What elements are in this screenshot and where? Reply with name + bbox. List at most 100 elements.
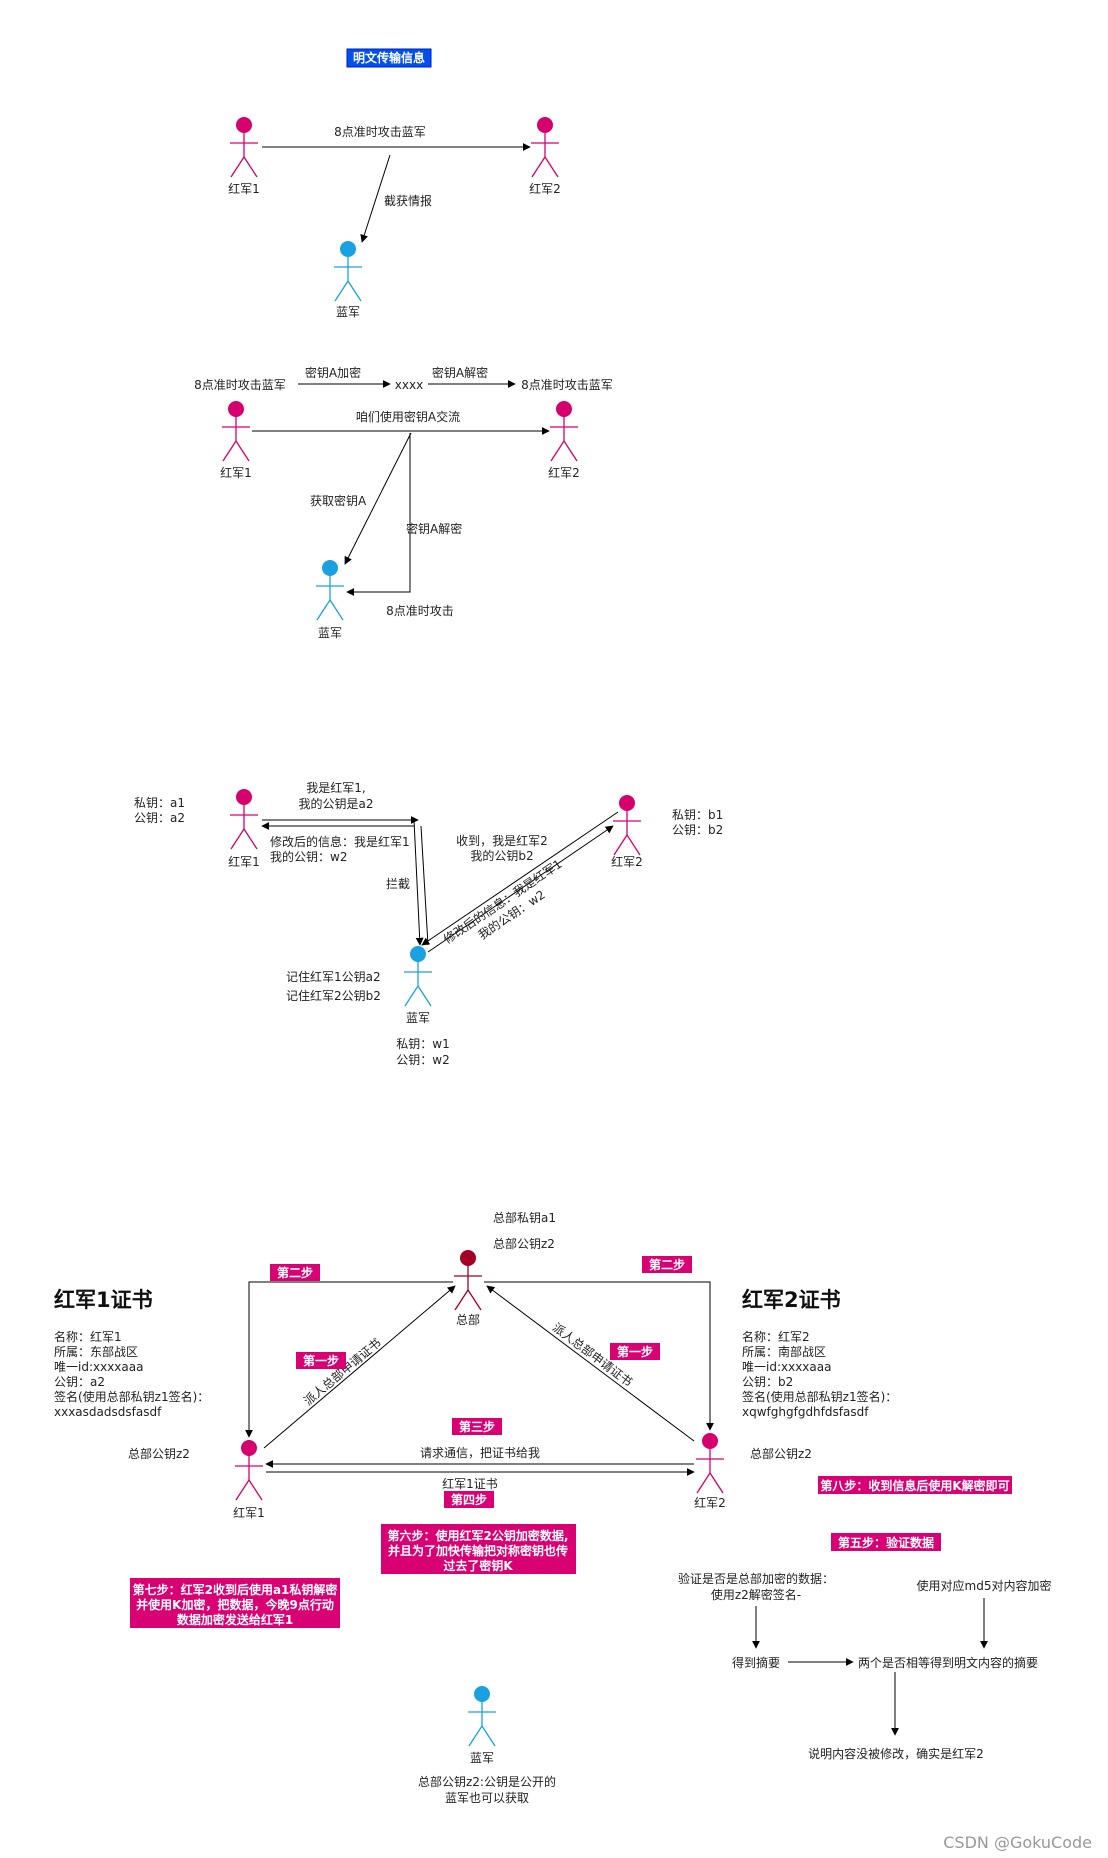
- actor-head-icon: [236, 789, 252, 805]
- edge-blue-to-red2: [427, 825, 614, 953]
- actor-leg-right: [417, 985, 432, 1007]
- hq-private: 总部私钥a1: [493, 1210, 556, 1225]
- actor-leg-left: [230, 828, 245, 850]
- blue-note2: 蓝军也可以获取: [445, 1791, 529, 1805]
- blue-public: 公钥：w2: [396, 1053, 449, 1067]
- cert2-line: 公钥：b2: [742, 1375, 793, 1389]
- cert1-line: 名称：红军1: [54, 1329, 122, 1344]
- actor-leg-left: [404, 985, 419, 1007]
- step7-line: 第七步：红军2收到后使用a1私钥解密: [133, 1582, 338, 1597]
- actor-leg-right: [243, 156, 258, 178]
- cert1-line: xxxasdadsdsfasdf: [54, 1405, 162, 1419]
- actor-head-icon: [236, 117, 252, 133]
- cert1-line: 唯一id:xxxxaaa: [54, 1360, 143, 1374]
- title-badge: [346, 48, 432, 68]
- step4-text: 第四步: [451, 1492, 487, 1507]
- edge-msg-label: 8点准时攻击蓝军: [334, 125, 426, 139]
- hq-public: 总部公钥z2: [493, 1236, 555, 1251]
- actor-leg-right: [467, 1289, 482, 1311]
- cert2-line: xqwfghgfgdhfdsfasdf: [742, 1405, 869, 1419]
- actor-red1: [230, 117, 258, 178]
- actor-blue-label: 蓝军: [406, 1011, 430, 1025]
- edge-apply-right: [486, 1285, 695, 1442]
- edge-intercept-down: [413, 819, 424, 946]
- digest-label: 得到摘要: [732, 1655, 780, 1670]
- actor-leg-left: [613, 834, 628, 856]
- edge-get-key: [344, 432, 412, 565]
- plain-right: 8点准时攻击蓝军: [521, 378, 613, 392]
- mod2-line1: 修改后的信息：我是红军1: [440, 856, 564, 947]
- cert1-body: 名称：红军1 所属：东部战区 唯一id:xxxxaaa 公钥：a2 签名(使用总…: [54, 1329, 209, 1419]
- step2-left-text: 第二步: [277, 1265, 313, 1280]
- edge-apply-left: [263, 1285, 456, 1449]
- apply-left-label: 派人总部申请证书: [301, 1335, 384, 1408]
- actor-red2: [696, 1433, 724, 1494]
- blue-private: 私钥：w1: [396, 1037, 449, 1051]
- step2-left-badge: [270, 1264, 320, 1281]
- step3-badge: [452, 1418, 502, 1435]
- actor-leg-left: [468, 1725, 483, 1747]
- step6-line: 过去了密钥K: [443, 1558, 513, 1573]
- blue-decrypt-label: 密钥A解密: [406, 521, 462, 536]
- encrypt-label: 密钥A加密: [305, 365, 361, 380]
- actor-blue: [334, 241, 362, 302]
- actor-blue-label: 蓝军: [336, 305, 360, 319]
- edge-intercept-label: 截获情报: [384, 193, 432, 208]
- actor-blue-label: 蓝军: [470, 1751, 494, 1765]
- verify-line2: 使用z2解密签名-: [711, 1587, 801, 1602]
- actor-leg-right: [329, 599, 344, 621]
- step7-box: [130, 1578, 340, 1628]
- title-text: 明文传输信息: [353, 50, 425, 65]
- actor-leg-right: [248, 1479, 263, 1501]
- step1-right-text: 第一步: [617, 1344, 653, 1359]
- remember2: 记住红军2公钥b2: [286, 988, 381, 1003]
- get-key-label: 获取密钥A: [310, 493, 367, 508]
- step5-text: 第五步：验证数据: [838, 1535, 934, 1550]
- actor-leg-right: [626, 834, 641, 856]
- mod1-line2: 我的公钥：w2: [270, 849, 347, 864]
- actor-leg-left: [235, 1479, 250, 1501]
- actor-blue-label: 蓝军: [318, 626, 342, 640]
- step6-line: 第六步：使用红军2公钥加密数据,: [388, 1528, 569, 1543]
- section-symmetric: 8点准时攻击蓝军 密钥A加密 xxxx 密钥A解密 8点准时攻击蓝军 红军1 红…: [194, 365, 613, 640]
- step2-right-text: 第二步: [649, 1257, 685, 1272]
- step8-text: 第八步：收到信息后使用K解密即可: [820, 1478, 1009, 1493]
- cert2-line: 所属：南部战区: [742, 1344, 826, 1359]
- agree-label: 咱们使用密钥A交流: [356, 409, 460, 424]
- step3-text: 第三步: [459, 1419, 495, 1434]
- actor-red2: [531, 117, 559, 178]
- recv-line1: 收到，我是红军2: [456, 833, 548, 848]
- red1-public: 公钥：a2: [134, 811, 185, 825]
- step1-left-badge: [296, 1352, 346, 1369]
- blue-result-label: 8点准时攻击: [386, 604, 454, 618]
- actor-leg-right: [709, 1472, 724, 1494]
- cert1-line: 签名(使用总部私钥z1签名)：: [54, 1389, 209, 1404]
- section-plaintext: 明文传输信息 红军1 红军2 蓝军 8点准时攻击蓝军 截获情报: [228, 48, 561, 319]
- cert2-body: 名称：红军2 所属：南部战区 唯一id:xxxxaaa 公钥：b2 签名(使用总…: [742, 1329, 897, 1419]
- edge-blue-decrypt: [346, 433, 411, 596]
- actor-head-icon: [241, 1440, 257, 1456]
- cert2-line: 签名(使用总部私钥z1签名)：: [742, 1389, 897, 1404]
- actor-head-icon: [410, 946, 426, 962]
- actor-red1-label: 红军1: [228, 854, 260, 869]
- cert2-line: 唯一id:xxxxaaa: [742, 1360, 831, 1374]
- edge-step2-left: [245, 1281, 453, 1438]
- actor-red2: [613, 795, 641, 856]
- actor-head-icon: [340, 241, 356, 257]
- msg1-line1: 我是红军1,: [306, 780, 365, 795]
- msg1-line2: 我的公钥是a2: [299, 796, 374, 811]
- verify-line1: 验证是否是总部加密的数据：: [678, 1571, 834, 1586]
- actor-red1-label: 红军1: [220, 465, 252, 480]
- actor-red2-label: 红军2: [548, 465, 580, 480]
- step4-badge: [444, 1491, 494, 1508]
- actor-leg-right: [544, 156, 559, 178]
- actor-red1-label: 红军1: [228, 181, 260, 196]
- decrypt-label: 密钥A解密: [432, 365, 488, 380]
- request-label: 请求通信，把证书给我: [420, 1446, 540, 1460]
- intercept-label: 拦截: [386, 877, 410, 891]
- actor-red1-label: 红军1: [233, 1505, 265, 1520]
- step7-line: 数据加密发送给红军1: [177, 1612, 293, 1627]
- step5-badge: [831, 1533, 941, 1551]
- actor-head-icon: [460, 1250, 476, 1266]
